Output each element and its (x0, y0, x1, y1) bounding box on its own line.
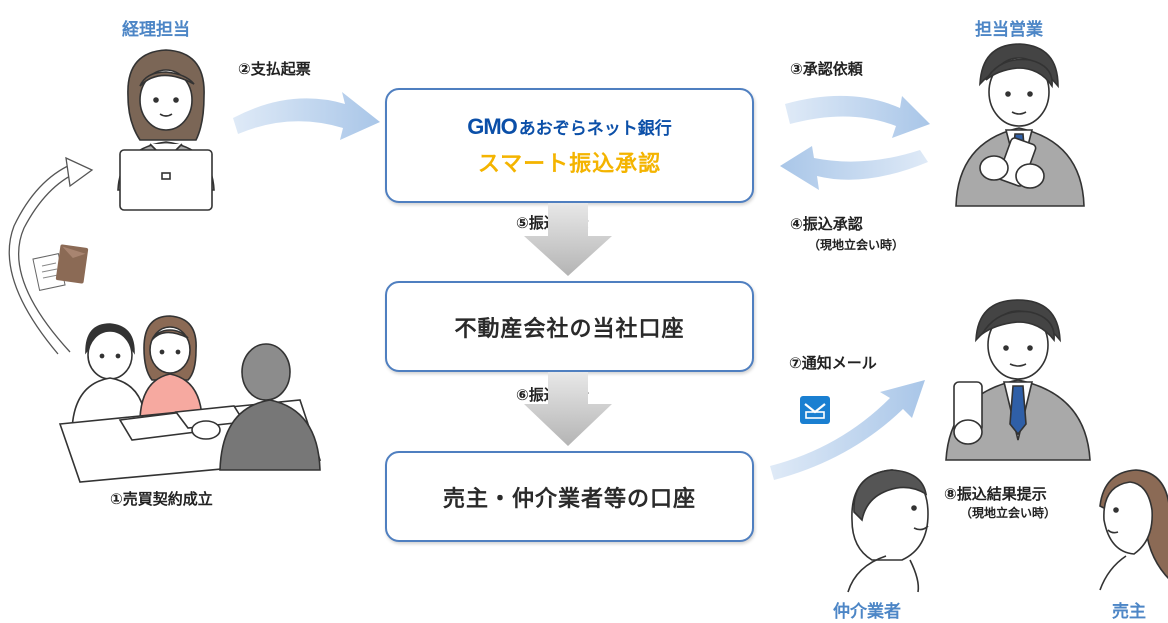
arrow-step-4 (780, 146, 928, 190)
service-box: GMO あおぞらネット銀行 スマート振込承認 (385, 88, 754, 203)
step-8-note: （現地立会い時） (960, 506, 1057, 520)
role-label-accounting: 経理担当 (122, 20, 190, 40)
bank-logo: GMO あおぞらネット銀行 (467, 114, 672, 140)
company-account-label: 不動産会社の当社口座 (454, 316, 685, 342)
step-4-label: ④振込承認 (790, 215, 863, 233)
service-name: スマート振込承認 (477, 151, 662, 177)
arrow-step-2 (233, 92, 380, 140)
seller-account-label: 売主・仲介業者等の口座 (442, 486, 696, 512)
role-label-seller: 売主 (1112, 602, 1146, 622)
role-label-broker: 仲介業者 (833, 602, 901, 622)
bank-logo-text: あおぞらネット銀行 (518, 119, 672, 139)
sales-person-2-illustration (945, 299, 1091, 461)
document-icon (32, 253, 66, 291)
broker-illustration (847, 469, 929, 593)
mail-icon (800, 396, 830, 424)
step-6-label: ⑥振込実行 (516, 386, 589, 404)
seller-account-box: 売主・仲介業者等の口座 (385, 451, 754, 542)
step-3-label: ③承認依頼 (790, 60, 863, 78)
step-8-label: ⑧振込結果提示 (944, 485, 1047, 503)
contract-scene-illustration (58, 315, 322, 483)
bank-logo-mark: GMO (467, 113, 518, 139)
step-4-note: （現地立会い時） (808, 238, 905, 252)
arrow-step-3 (785, 95, 930, 138)
envelope-brown-icon (55, 244, 89, 284)
company-account-box: 不動産会社の当社口座 (385, 281, 754, 372)
step-7-label: ⑦通知メール (789, 354, 877, 372)
step-2-label: ②支払起票 (238, 60, 311, 78)
seller-illustration (1099, 469, 1168, 591)
arrow-step-1-curve (14, 167, 80, 356)
sales-person-illustration (955, 43, 1085, 207)
arrow-step-7 (770, 380, 925, 480)
role-label-sales: 担当営業 (975, 20, 1043, 40)
step-1-label: ①売買契約成立 (110, 490, 213, 508)
step-5-label: ⑤振込指示 (516, 214, 589, 232)
accounting-person-illustration (117, 49, 215, 211)
